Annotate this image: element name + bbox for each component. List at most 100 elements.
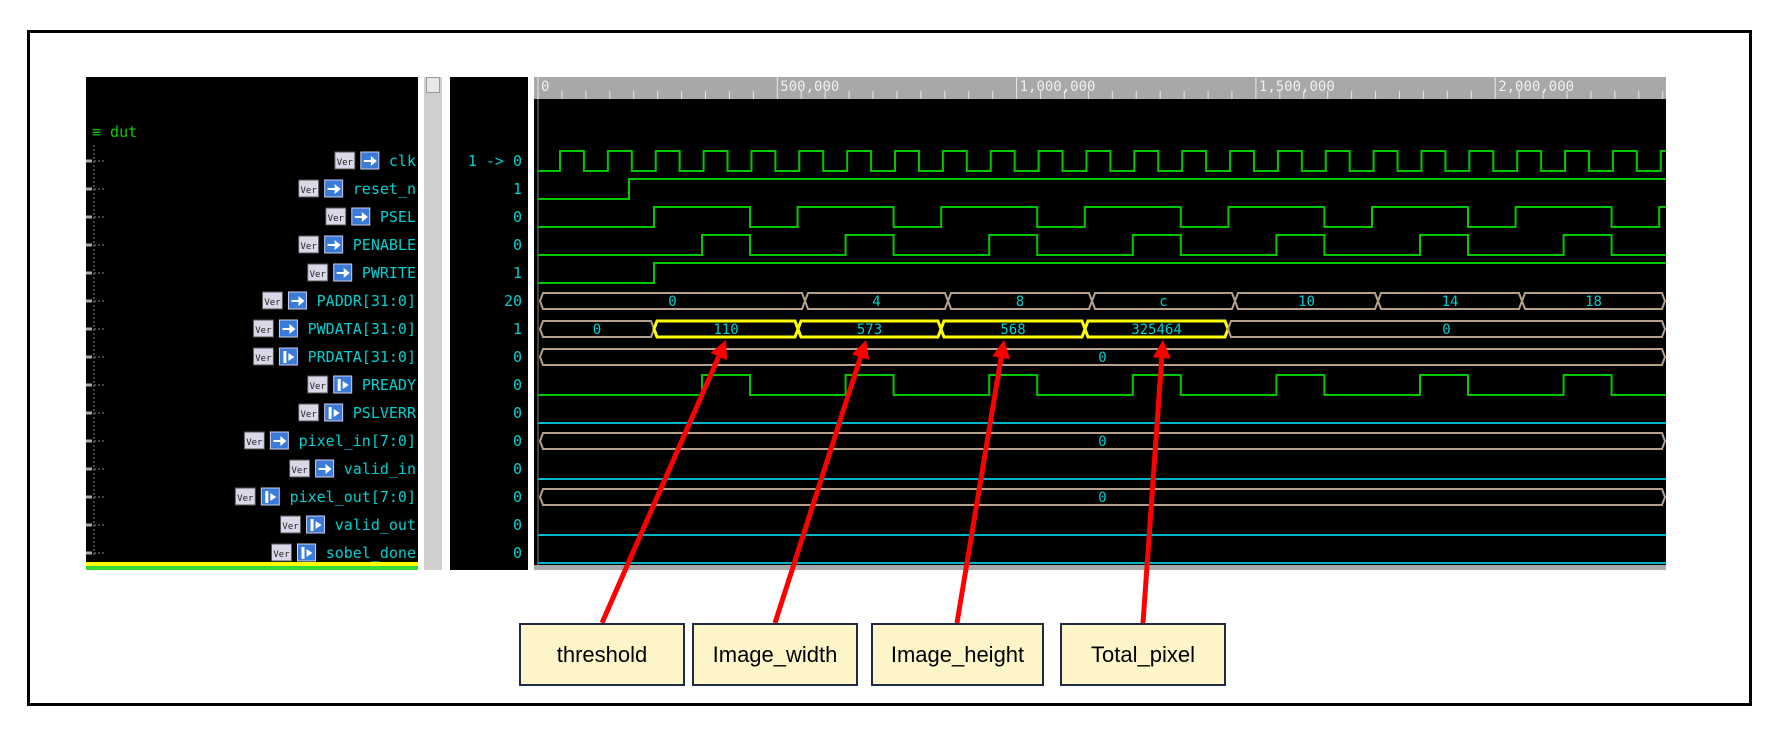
horizontal-scrollbar [534, 565, 1666, 570]
pwdata-bus-segment [939, 319, 1087, 339]
port-arrow-icon [265, 491, 277, 503]
ruler-label: 2,000,000 [1498, 79, 1574, 95]
signal-name-reset_n: reset_n [353, 180, 416, 198]
signal-value-pwrite: 1 [513, 264, 522, 282]
port-arrow-icon [327, 240, 341, 250]
paddr-bus-segment [803, 292, 950, 310]
waveform-background [534, 77, 1666, 570]
verilog-badge-icon [234, 487, 256, 506]
pixel-out-bus-segment [538, 488, 1667, 506]
signal-name-prdata: PRDATA[31:0] [308, 348, 416, 366]
pixel-in-bus-segment [538, 432, 1667, 450]
signal-name-pixel_out: pixel_out[7:0] [290, 488, 416, 506]
verilog-badge-label: Ver [310, 270, 327, 280]
verilog-badge-icon [243, 431, 265, 450]
signal-value-sobel_done: 0 [513, 544, 522, 562]
paddr-bus-value: 18 [1585, 294, 1602, 310]
signal-name-pwdata: PWDATA[31:0] [308, 320, 416, 338]
signal-name-penable: PENABLE [353, 236, 416, 254]
signal-value-psel: 0 [513, 208, 522, 226]
verilog-badge-icon [298, 403, 320, 422]
port-arrow-icon [328, 407, 340, 419]
ruler-label: 1,500,000 [1259, 79, 1335, 95]
pwdata-bus-value: 568 [1000, 322, 1025, 338]
ruler-label: 500,000 [780, 79, 839, 95]
signal-name-valid_in: valid_in [344, 460, 416, 478]
verilog-badge-label: Ver [301, 410, 318, 420]
verilog-badge-icon [298, 179, 320, 198]
signal-name-pready: PREADY [362, 376, 416, 394]
verilog-badge-icon [252, 319, 274, 338]
verilog-badge-icon [334, 151, 356, 170]
verilog-badge-label: Ver [255, 354, 272, 364]
waveform-canvas[interactable]: 0 500,000 1,000,000 1,500,000 2,000,000 0 4 8 c 1… [534, 77, 1757, 570]
signal-name-valid_out: valid_out [335, 516, 416, 534]
callout-image-width: Image_width [692, 623, 858, 686]
paddr-bus-value: c [1159, 294, 1167, 310]
paddr-bus-value: 4 [872, 294, 880, 310]
verilog-badge-label: Ver [301, 242, 318, 252]
signal-name-psel: PSEL [380, 208, 416, 226]
waveform-panel[interactable]: 0 500,000 1,000,000 1,500,000 2,000,000 0 4 8 c 1… [534, 77, 1757, 570]
signal-value-pixel_out: 0 [513, 488, 522, 506]
ruler-label: 1,000,000 [1020, 79, 1096, 95]
verilog-badge-label: Ver [246, 438, 263, 448]
verilog-badge-icon [307, 263, 329, 282]
port-arrow-icon [283, 351, 295, 363]
clk-wave [538, 150, 1666, 172]
paddr-bus-value: 0 [668, 294, 676, 310]
verilog-badge-label: Ver [282, 522, 299, 532]
signal-value-pwdata: 1 [513, 320, 522, 338]
pwdata-bus-value: 325464 [1131, 322, 1182, 338]
verilog-badge-icon [325, 207, 347, 226]
pwdata-bus-value: 0 [1442, 322, 1450, 338]
selection-bar-bottom [86, 566, 418, 570]
pwdata-bus-segment [1083, 319, 1230, 339]
selection-bar-top [86, 562, 418, 566]
paddr-bus-segment [946, 292, 1094, 310]
prdata-bus-segment [538, 348, 1667, 366]
verilog-badge-icon [307, 375, 329, 394]
psel-wave [538, 206, 1757, 228]
signal-name-pslverr: PSLVERR [353, 404, 417, 422]
paddr-bus-value: 8 [1016, 294, 1024, 310]
pwdata-bus-segment [538, 320, 656, 338]
signal-value-pslverr: 0 [513, 404, 522, 422]
verilog-badge-icon [298, 235, 320, 254]
verilog-badge-label: Ver [328, 214, 345, 224]
output-port-icon [306, 515, 326, 534]
pwdata-bus-segment [1226, 320, 1667, 338]
signal-name-sobel_done: sobel_done [326, 544, 416, 562]
signal-name-pixel_in: pixel_in[7:0] [299, 432, 416, 450]
callout-threshold: threshold [519, 623, 685, 686]
port-arrow-icon [318, 464, 332, 474]
verilog-badge-label: Ver [310, 382, 327, 392]
verilog-badge-label: Ver [264, 298, 281, 308]
pwdata-bus-value: 0 [593, 322, 601, 338]
port-arrow-icon [354, 212, 368, 222]
signal-value-valid_out: 0 [513, 516, 522, 534]
signal-value-pixel_in: 0 [513, 432, 522, 450]
port-arrow-icon [310, 519, 322, 531]
verilog-badge-icon [271, 543, 292, 562]
signal-name-paddr: PADDR[31:0] [317, 292, 416, 310]
port-arrow-icon [336, 268, 350, 278]
pixel-in-bus-value: 0 [1098, 434, 1106, 450]
ruler-label: 0 [541, 79, 549, 95]
signal-value-pready: 0 [513, 376, 522, 394]
paddr-bus-value: 14 [1442, 294, 1459, 310]
vertical-scrollbar[interactable] [424, 77, 442, 570]
signal-value-paddr: 20 [504, 292, 522, 310]
verilog-badge-label: Ver [273, 550, 290, 560]
port-arrow-icon [327, 184, 341, 194]
scrollbar-up-arrow[interactable] [426, 77, 440, 93]
paddr-bus-segment [1233, 292, 1380, 310]
verilog-badge-icon [261, 291, 283, 310]
paddr-bus-segment [1376, 292, 1524, 310]
verilog-badge-label: Ver [255, 326, 272, 336]
pwdata-bus-value: 573 [857, 322, 882, 338]
paddr-bus-segment [1090, 292, 1237, 310]
callout-image-height: Image_height [871, 623, 1044, 686]
